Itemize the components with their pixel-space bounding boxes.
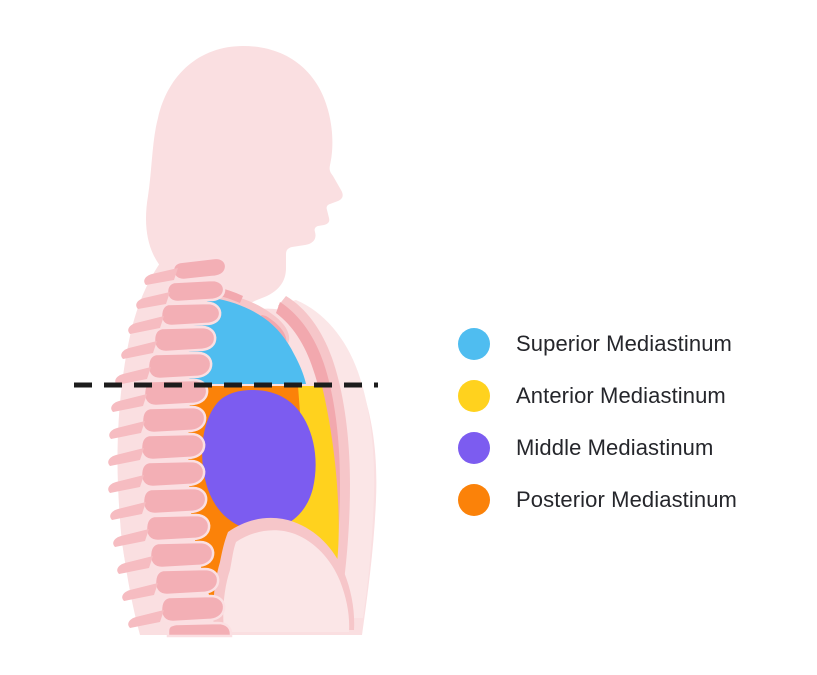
legend: Superior Mediastinum Anterior Mediastinu… bbox=[458, 318, 798, 526]
legend-item-middle[interactable]: Middle Mediastinum bbox=[458, 422, 798, 474]
legend-item-posterior[interactable]: Posterior Mediastinum bbox=[458, 474, 798, 526]
spinous-process-13 bbox=[122, 583, 158, 601]
vertebra-t7 bbox=[141, 486, 208, 516]
middle-mediastinum-region bbox=[202, 390, 316, 531]
vertebra-t2 bbox=[146, 351, 213, 381]
spinous-process-9 bbox=[108, 475, 144, 493]
diaphragm-group bbox=[213, 517, 355, 632]
vertebra-t12 bbox=[166, 621, 233, 638]
spinous-process-10 bbox=[110, 502, 146, 520]
legend-label-superior: Superior Mediastinum bbox=[516, 331, 732, 356]
legend-item-anterior[interactable]: Anterior Mediastinum bbox=[458, 370, 798, 422]
spinous-process-2 bbox=[136, 292, 170, 309]
legend-label-middle: Middle Mediastinum bbox=[516, 435, 714, 460]
spinous-process-6 bbox=[111, 394, 147, 412]
vertebra-t10 bbox=[153, 567, 220, 597]
anterior-chest-wall-outer bbox=[288, 300, 375, 618]
anatomy-illustration bbox=[74, 46, 378, 638]
spinous-process-3 bbox=[128, 316, 164, 334]
legend-item-superior[interactable]: Superior Mediastinum bbox=[458, 318, 798, 370]
spinous-process-4 bbox=[121, 341, 157, 359]
vertebra-t6 bbox=[139, 459, 206, 489]
spinous-process-11 bbox=[113, 529, 149, 547]
vertebra-t5 bbox=[139, 432, 206, 462]
sternum-inner-edge bbox=[276, 302, 340, 604]
legend-label-anterior: Anterior Mediastinum bbox=[516, 383, 726, 408]
vertebra-c2 bbox=[165, 278, 226, 304]
spinous-processes bbox=[108, 268, 178, 628]
legend-dot-posterior-icon bbox=[458, 484, 490, 516]
cervical-vertebrae bbox=[159, 256, 228, 328]
diaphragm-dome-inner bbox=[223, 530, 350, 632]
thoracic-vertebrae bbox=[139, 325, 233, 638]
legend-dot-middle-icon bbox=[458, 432, 490, 464]
spinous-process-8 bbox=[108, 448, 144, 466]
vertebra-c1 bbox=[171, 256, 228, 282]
spinous-process-5 bbox=[115, 367, 151, 385]
anterior-chest-wall-group bbox=[288, 300, 375, 618]
vertebral-column-group bbox=[108, 256, 233, 638]
legend-dot-superior-icon bbox=[458, 328, 490, 360]
spinous-process-12 bbox=[117, 556, 153, 574]
spinous-process-14 bbox=[128, 610, 164, 628]
sternum-costal-band bbox=[278, 296, 350, 616]
vertebra-t1 bbox=[152, 325, 217, 354]
vertebra-c3 bbox=[159, 301, 222, 328]
spinous-process-1 bbox=[144, 268, 178, 285]
vertebra-t9 bbox=[148, 540, 215, 570]
vertebra-t8 bbox=[144, 513, 211, 543]
legend-label-posterior: Posterior Mediastinum bbox=[516, 487, 737, 512]
legend-dot-anterior-icon bbox=[458, 380, 490, 412]
vertebra-t4 bbox=[140, 405, 207, 435]
spinous-process-7 bbox=[109, 421, 145, 439]
vertebra-t11 bbox=[159, 594, 226, 624]
